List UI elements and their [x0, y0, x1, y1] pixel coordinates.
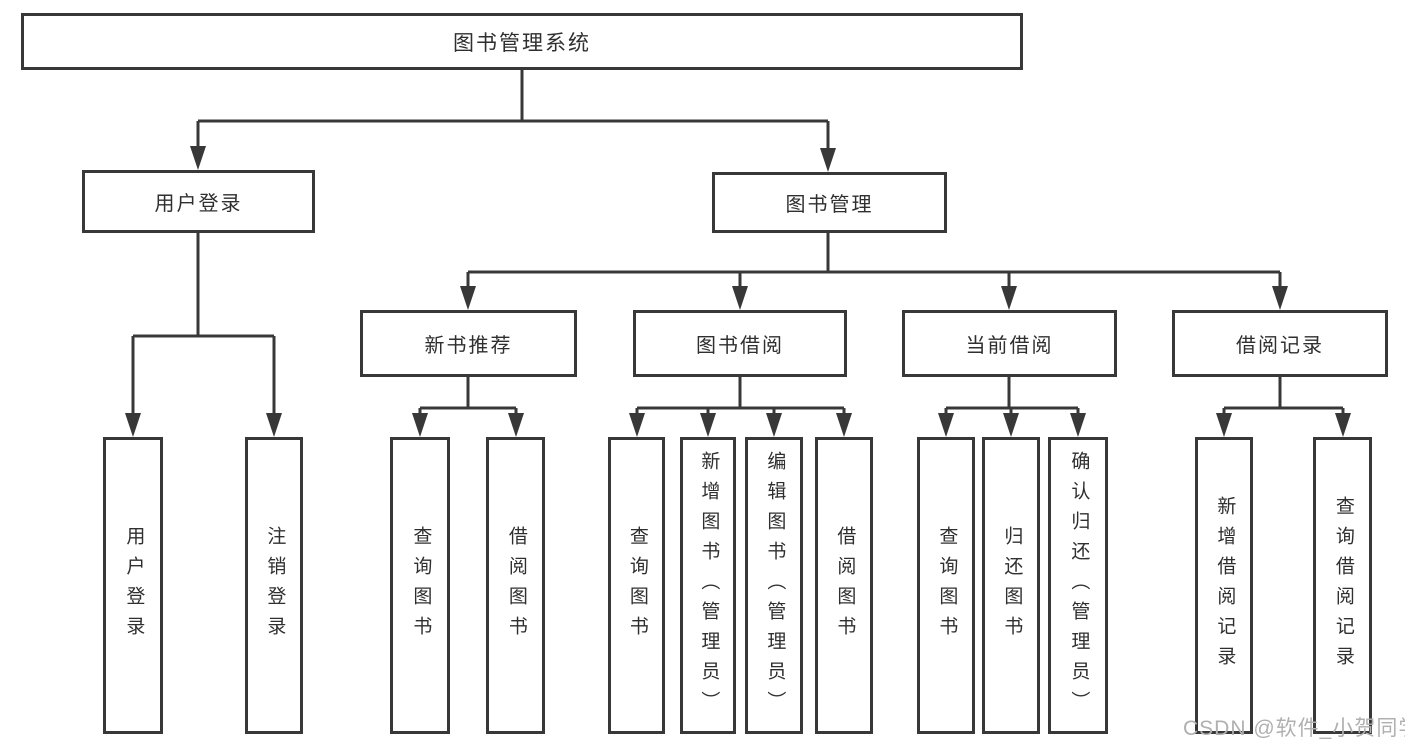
node-book-management: 图书管理 — [712, 172, 947, 233]
node-label: 用户登录 — [123, 525, 145, 646]
leaf-records-add-record: 新增借阅记录 — [1195, 437, 1253, 734]
csdn-watermark: CSDN @软件_小贺同学 — [1183, 717, 1405, 740]
leaf-borrow-query-books: 查询图书 — [608, 437, 665, 734]
node-label: 图书管理系统 — [453, 31, 591, 55]
node-label: 借阅图书 — [505, 525, 527, 646]
leaf-user-login: 用户登录 — [103, 437, 163, 734]
node-label: 查询图书 — [936, 525, 958, 646]
node-label: 新书推荐 — [424, 335, 513, 357]
node-label: 借阅记录 — [1236, 335, 1324, 357]
node-label: 归还图书 — [1001, 525, 1023, 646]
node-label: 图书借阅 — [696, 335, 784, 357]
node-label: 查询图书 — [626, 525, 648, 646]
node-new-book-recommend: 新书推荐 — [360, 310, 577, 377]
node-label: 借阅图书 — [834, 525, 856, 646]
arrowhead-icons — [125, 146, 1351, 437]
node-label: 查询图书 — [410, 525, 432, 646]
leaf-recommend-borrow-books: 借阅图书 — [486, 437, 545, 734]
node-label: 确认归还（管理员） — [1068, 450, 1090, 721]
node-label: 注销登录 — [264, 525, 286, 646]
node-library-management-system: 图书管理系统 — [21, 13, 1023, 70]
leaf-borrow-edit-books-admin: 编辑图书（管理员） — [745, 437, 803, 734]
leaf-current-confirm-return-admin: 确认归还（管理员） — [1048, 437, 1108, 734]
leaf-borrow-borrow-books: 借阅图书 — [815, 437, 873, 734]
node-label: 新增图书（管理员） — [698, 450, 720, 721]
node-label: 查询借阅记录 — [1332, 495, 1354, 676]
node-current-borrow: 当前借阅 — [902, 310, 1117, 377]
node-user-login: 用户登录 — [82, 170, 315, 233]
leaf-logout: 注销登录 — [245, 437, 303, 734]
leaf-current-return-books: 归还图书 — [982, 437, 1040, 734]
node-label: 编辑图书（管理员） — [764, 450, 786, 721]
leaf-recommend-query-books: 查询图书 — [390, 437, 450, 734]
node-label: 新增借阅记录 — [1214, 495, 1236, 676]
leaf-records-query-record: 查询借阅记录 — [1313, 437, 1372, 734]
node-label: 图书管理 — [785, 194, 874, 216]
node-label: 当前借阅 — [965, 335, 1054, 357]
node-label: 用户登录 — [154, 193, 243, 215]
leaf-current-query-books: 查询图书 — [917, 437, 975, 734]
leaf-borrow-add-books-admin: 新增图书（管理员） — [680, 437, 736, 734]
node-borrow-records: 借阅记录 — [1172, 310, 1388, 377]
node-book-borrow: 图书借阅 — [633, 310, 847, 377]
